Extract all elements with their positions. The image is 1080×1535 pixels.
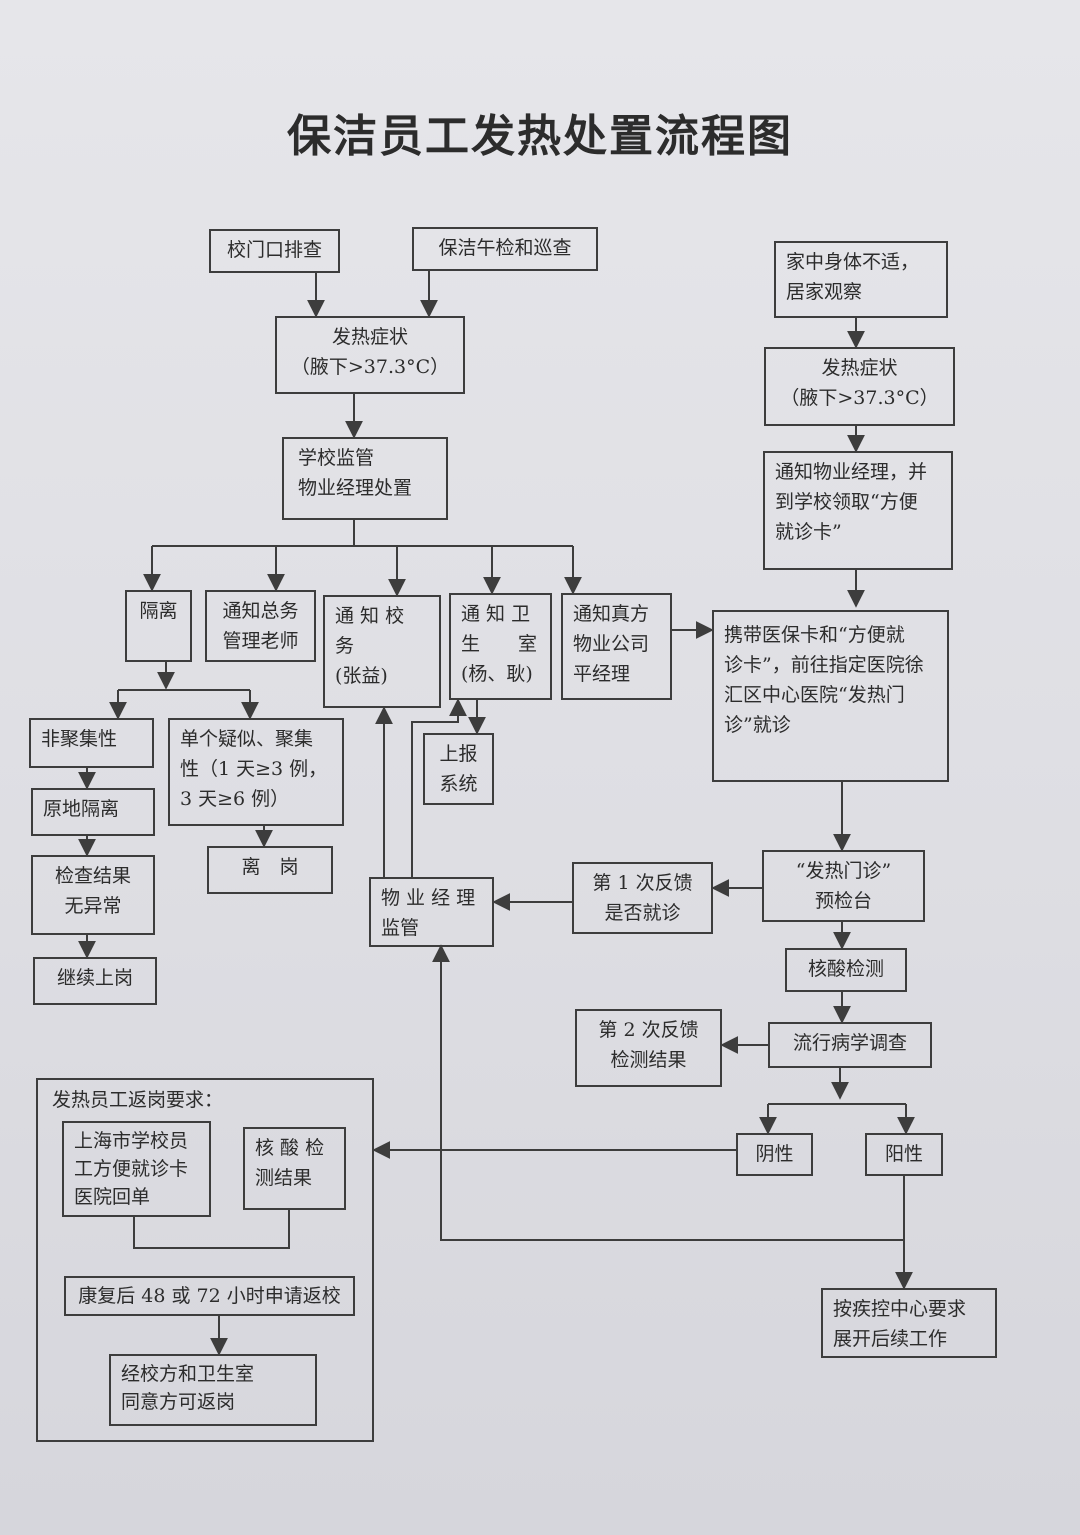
single-cluster-box: 单个疑似、聚集 性（1 天≥3 例， 3 天≥6 例） <box>168 718 344 826</box>
school-supervise-box: 学校监管 物业经理处置 <box>282 437 448 520</box>
leave-post-box: 离 岗 <box>207 846 333 894</box>
non-cluster-box: 非聚集性 <box>29 718 154 768</box>
gate-check-box: 校门口排查 <box>209 229 340 273</box>
notify-general-box: 通知总务 管理老师 <box>205 590 316 662</box>
return-requirements-frame <box>36 1078 374 1442</box>
result-normal-box: 检查结果 无异常 <box>31 855 155 935</box>
positive-box: 阳性 <box>865 1133 943 1176</box>
epi-survey-box: 流行病学调查 <box>768 1022 932 1068</box>
feedback-1-box: 第 1 次反馈 是否就诊 <box>572 862 713 934</box>
go-hospital-box: 携带医保卡和“方便就 诊卡”，前往指定医院徐 汇区中心医院“发热门 诊”就诊 <box>712 610 949 782</box>
page-title: 保洁员工发热处置流程图 <box>287 111 793 162</box>
notify-manager-box: 通知物业经理，并 到学校领取“方便 就诊卡” <box>763 451 953 570</box>
return-requirements-title: 发热员工返岗要求： <box>52 1089 224 1111</box>
recover-apply-box: 康复后 48 或 72 小时申请返校 <box>64 1276 355 1316</box>
continue-work-box: 继续上岗 <box>33 957 157 1005</box>
fever-clinic-box: “发热门诊” 预检台 <box>762 850 925 922</box>
isolate-box: 隔离 <box>125 590 192 662</box>
noon-check-box: 保洁午检和巡查 <box>412 227 598 271</box>
report-system-box: 上报 系统 <box>423 733 494 805</box>
approved-return-box: 经校方和卫生室 同意方可返岗 <box>109 1354 317 1426</box>
nucleic-result-box: 核 酸 检 测结果 <box>243 1127 346 1210</box>
feedback-2-box: 第 2 次反馈 检测结果 <box>575 1009 722 1087</box>
nucleic-test-box: 核酸检测 <box>785 948 907 992</box>
shanghai-card-box: 上海市学校员 工方便就诊卡 医院回单 <box>62 1121 211 1217</box>
manager-supervise-box: 物 业 经 理 监管 <box>369 877 494 947</box>
notify-health-room-box: 通 知 卫 生 室 (杨、耿) <box>449 593 552 700</box>
cdc-follow-up-box: 按疾控中心要求 展开后续工作 <box>821 1288 997 1358</box>
fever-symptom-left-box: 发热症状 （腋下>37.3°C） <box>275 316 465 394</box>
home-unwell-box: 家中身体不适， 居家观察 <box>774 241 948 318</box>
notify-zhenfang-box: 通知真方 物业公司 平经理 <box>561 593 672 700</box>
isolate-in-place-box: 原地隔离 <box>31 788 155 836</box>
negative-box: 阴性 <box>736 1133 813 1176</box>
notify-school-affairs-box: 通 知 校 务 (张益) <box>323 595 441 708</box>
fever-symptom-right-box: 发热症状 （腋下>37.3°C） <box>764 347 955 426</box>
